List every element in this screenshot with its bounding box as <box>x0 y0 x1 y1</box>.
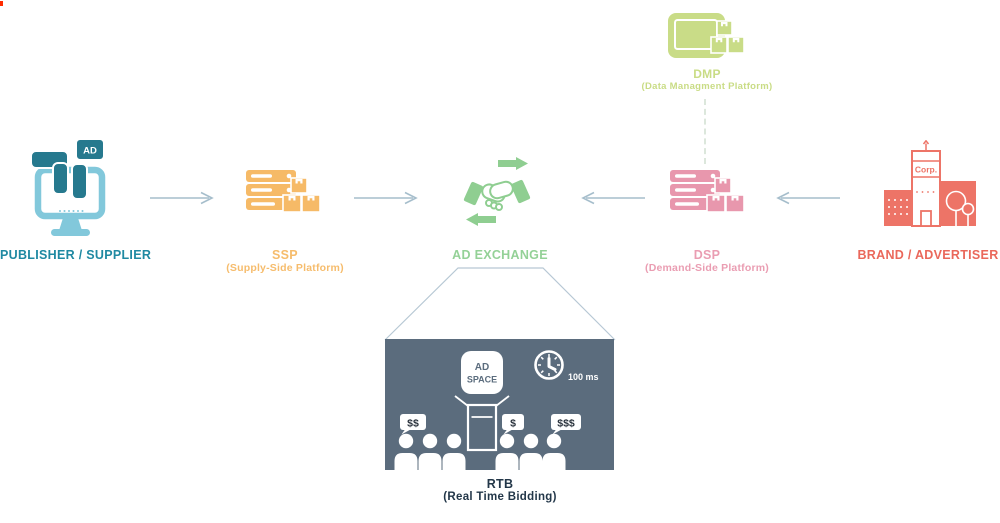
handshake <box>463 179 531 211</box>
bidder-silhouette-5 <box>519 433 543 470</box>
exchange-arrow-left <box>466 213 496 226</box>
brand-label: BRAND / ADVERTISER <box>857 248 999 262</box>
screen-corner-artifact <box>0 1 3 6</box>
rtb-auction-box: AD SPACE 100 ms <box>385 339 614 470</box>
ad-badge-text: AD <box>83 146 97 157</box>
flow-arrow-dsp-to-adexchange <box>581 191 645 205</box>
ssp-server-stack-icon <box>246 170 321 213</box>
bidder-silhouette-6 <box>542 433 566 470</box>
monitor-frame <box>34 166 106 220</box>
bidder-silhouette-1 <box>394 433 418 470</box>
bid-bubble-left: $$ <box>400 414 426 435</box>
publisher-monitor-icon: AD <box>30 138 106 236</box>
ad-exchange-label: AD EXCHANGE <box>452 248 548 262</box>
clock-icon <box>534 350 564 380</box>
antenna <box>922 140 930 151</box>
bid-amount: $ <box>510 418 516 430</box>
ad-space-card <box>461 351 503 394</box>
bid-bubble-right: $$$ <box>551 414 581 435</box>
flow-arrow-ssp-to-adexchange <box>354 191 418 205</box>
ssp-sublabel: (Supply-Side Platform) <box>226 262 344 274</box>
trees <box>945 190 975 226</box>
rtb-label: RTB <box>486 477 514 491</box>
screen-dotted-line <box>59 210 84 212</box>
exchange-arrow-right <box>498 157 528 170</box>
dsp-label: DSP <box>693 248 721 262</box>
bid-amount: $$ <box>407 418 419 430</box>
monitor-base <box>51 229 90 236</box>
tower-door <box>920 210 932 227</box>
dmp-dsp-connector <box>704 99 706 164</box>
ad-space-text-1: AD <box>475 362 489 373</box>
flow-arrow-publisher-to-ssp <box>150 191 214 205</box>
dmp-data-platform-icon <box>668 13 745 58</box>
tower-windows <box>916 191 935 193</box>
dmp-sublabel: (Data Managment Platform) <box>641 81 773 92</box>
bidder-silhouette-4 <box>495 433 519 470</box>
dsp-sublabel: (Demand-Side Platform) <box>645 262 769 274</box>
dmp-label: DMP <box>693 67 721 81</box>
ad-badge <box>75 138 105 161</box>
bid-amount: $$$ <box>557 418 575 430</box>
ssp-label: SSP <box>272 248 298 262</box>
flow-arrow-brand-to-dsp <box>776 191 840 205</box>
data-boxes <box>710 20 745 54</box>
left-building-windows <box>888 199 908 215</box>
content-blocks <box>30 138 105 200</box>
bidders <box>394 433 566 470</box>
demand-boxes <box>706 177 745 213</box>
ad-space-text-2: SPACE <box>467 375 497 385</box>
inventory-boxes <box>282 177 321 213</box>
funnel-lines <box>384 267 616 341</box>
rtb-sublabel: (Real Time Bidding) <box>443 491 557 503</box>
publisher-label: PUBLISHER / SUPPLIER <box>0 248 152 262</box>
auction-podium <box>454 395 510 452</box>
bid-bubble-mid: $ <box>502 414 524 435</box>
bidder-silhouette-3 <box>442 433 466 470</box>
corp-sign: Corp. <box>915 165 937 175</box>
dsp-server-stack-icon <box>670 170 745 213</box>
ad-exchange-handshake-icon <box>463 157 531 226</box>
monitor-stand <box>59 218 82 229</box>
brand-building-icon: Corp. <box>884 140 976 227</box>
rtb-auction-scene: AD SPACE 100 ms <box>394 350 599 470</box>
bidder-silhouette-2 <box>418 433 442 470</box>
timer-label: 100 ms <box>568 372 599 382</box>
